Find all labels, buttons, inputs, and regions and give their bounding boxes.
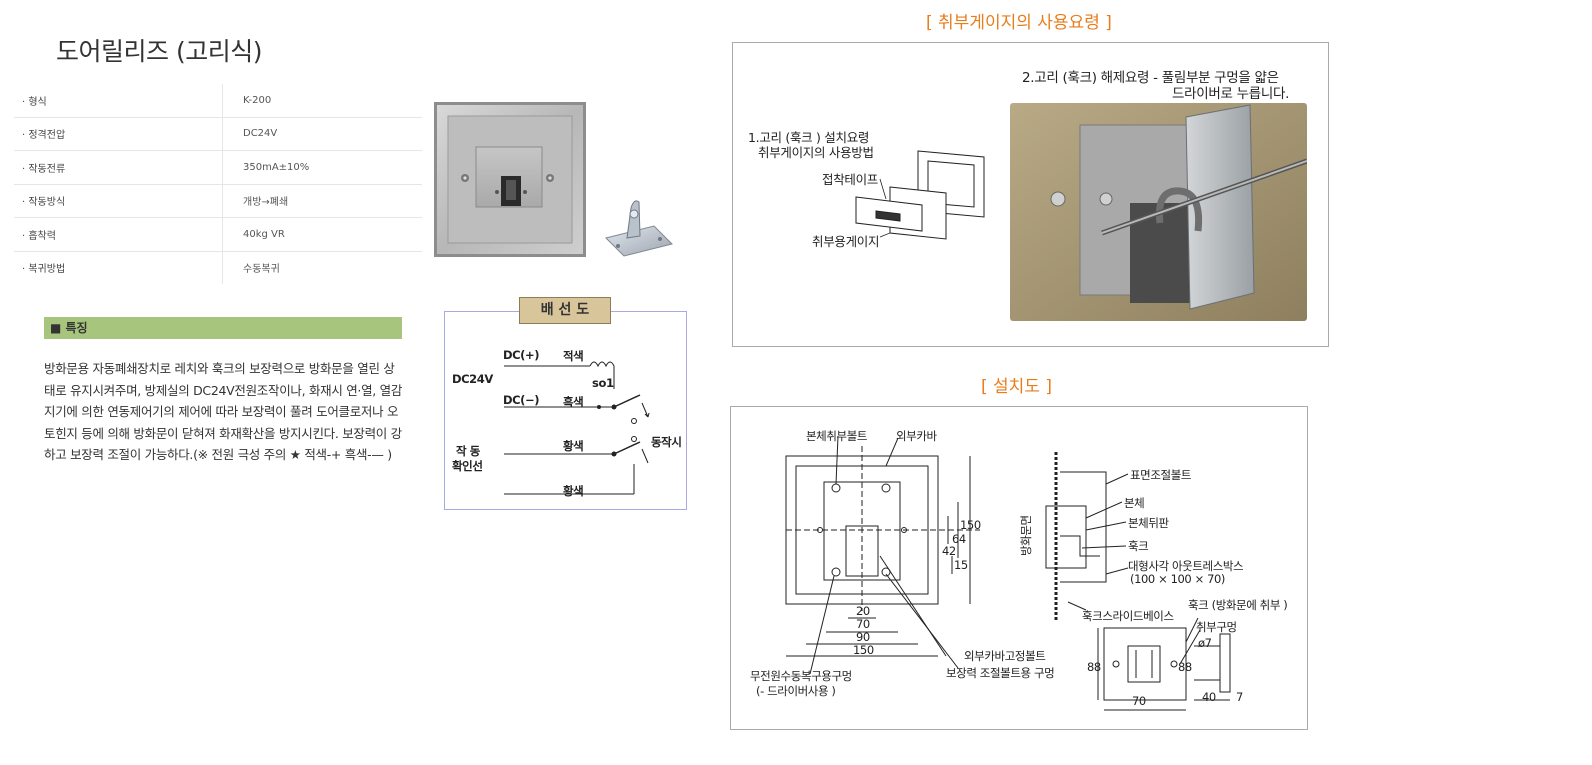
install-dim-88a: 88 bbox=[1087, 660, 1101, 674]
usage-step1-line2: 취부게이지의 사용방법 bbox=[758, 145, 874, 160]
install-outlet-dim: (100 × 100 × 70) bbox=[1130, 572, 1225, 586]
usage-step2-line2: 드라이버로 누릅니다. bbox=[1172, 86, 1290, 102]
install-title: [ 설치도 ] bbox=[981, 377, 1052, 397]
features-text: 방화문용 자동폐쇄장치로 레치와 훅크의 보장력으로 방화문을 열린 상태로 유… bbox=[44, 361, 403, 462]
product-photo bbox=[434, 102, 673, 257]
wiring-sol: so1 bbox=[592, 376, 614, 390]
spec-value: 개방→폐쇄 bbox=[222, 184, 422, 218]
spec-value: 40kg VR bbox=[222, 217, 422, 252]
install-slide-base: 훅크스라이드베이스 bbox=[1082, 609, 1174, 623]
install-dim-20: 20 bbox=[856, 604, 870, 618]
usage-title: [ 취부게이지의 사용요령 ] bbox=[926, 13, 1112, 33]
spec-value: K-200 bbox=[222, 84, 422, 118]
install-body-bolt: 본체취부볼트 bbox=[806, 429, 868, 443]
install-mount-hole: 취부구멍 bbox=[1196, 620, 1237, 634]
usage-tape: 접착테이프 bbox=[822, 172, 879, 187]
install-dim-15: 15 bbox=[954, 558, 968, 572]
install-body-back: 본체뒤판 bbox=[1128, 516, 1169, 530]
spec-label: · 복귀방법 bbox=[14, 251, 223, 284]
wiring-black: 흑색 bbox=[563, 395, 584, 409]
install-surface-bolt: 표면조절볼트 bbox=[1130, 468, 1192, 482]
install-outer-cover: 외부카바 bbox=[896, 429, 937, 443]
install-hook-mount: 훅크 (방화문에 취부 ) bbox=[1188, 598, 1288, 612]
gauge-sketch bbox=[855, 150, 985, 240]
install-dim-70a: 70 bbox=[856, 617, 870, 631]
install-hook: 훅크 bbox=[1128, 539, 1149, 553]
spec-value: 수동복귀 bbox=[243, 264, 280, 276]
wiring-dc24v: DC24V bbox=[452, 372, 493, 386]
wiring-yellow-1: 황색 bbox=[563, 439, 584, 453]
install-hold-adjust: 보장력 조절볼트용 구멍 bbox=[946, 666, 1055, 680]
install-dim-64: 64 bbox=[952, 532, 966, 546]
features-heading: ■ 특징 bbox=[44, 317, 402, 339]
install-outlet-box: 대형사각 아웃트레스박스 bbox=[1128, 559, 1244, 573]
wiring-dc-plus: DC(+) bbox=[503, 348, 540, 362]
usage-gauge: 취부용게이지 bbox=[812, 234, 880, 249]
install-dim-42: 42 bbox=[942, 544, 956, 558]
install-box bbox=[730, 406, 1308, 730]
wiring-lines bbox=[504, 361, 650, 495]
spec-value: DC24V bbox=[222, 117, 422, 151]
spec-label: · 형식 bbox=[14, 84, 223, 118]
install-phi7: ø7 bbox=[1198, 636, 1212, 650]
usage-photo bbox=[1010, 103, 1307, 321]
install-dim-150b: 150 bbox=[853, 643, 874, 657]
install-dim-150a: 150 bbox=[960, 518, 981, 532]
install-dim-90: 90 bbox=[856, 630, 870, 644]
install-fire-door: 방화문면 bbox=[1019, 515, 1033, 556]
page-title: 도어릴리즈 (고리식) bbox=[56, 37, 262, 66]
wiring-confirm-2: 확인선 bbox=[452, 459, 483, 473]
install-drawing bbox=[785, 435, 1231, 711]
install-no-power: 무전원수동복구용구멍 bbox=[750, 669, 852, 683]
wiring-operation: 동작시 bbox=[651, 435, 682, 449]
wiring-red: 적색 bbox=[563, 349, 584, 363]
usage-step1-line1: 1.고리 (훅크 ) 설치요령 bbox=[748, 130, 870, 145]
spec-label: · 작동전류 bbox=[14, 150, 223, 185]
wiring-yellow-2: 황색 bbox=[563, 484, 584, 498]
install-dim-88b: 88 bbox=[1178, 660, 1192, 674]
usage-step2-line1: 2.고리 (훅크) 해제요령 - 풀림부분 구멍을 얇은 bbox=[1022, 70, 1279, 86]
spec-label: · 정격전압 bbox=[14, 117, 223, 151]
install-driver: (- 드라이버사용 ) bbox=[756, 684, 836, 698]
install-dim-70b: 70 bbox=[1132, 694, 1146, 708]
spec-label: · 작동방식 bbox=[14, 184, 223, 218]
spec-label: · 흡착력 bbox=[14, 217, 223, 252]
install-dim-40: 40 bbox=[1202, 690, 1216, 704]
wiring-title: 배 선 도 bbox=[519, 297, 611, 324]
install-outer-fix: 외부카바고정볼트 bbox=[964, 649, 1046, 663]
wiring-dc-minus: DC(−) bbox=[503, 393, 540, 407]
table-row: · 복귀방법 수동복귀 bbox=[14, 251, 422, 284]
install-body: 본체 bbox=[1124, 496, 1145, 510]
spec-value: 350mA±10% bbox=[222, 150, 422, 185]
install-dim-7: 7 bbox=[1236, 690, 1243, 704]
wiring-confirm-1: 작 동 bbox=[456, 444, 480, 458]
